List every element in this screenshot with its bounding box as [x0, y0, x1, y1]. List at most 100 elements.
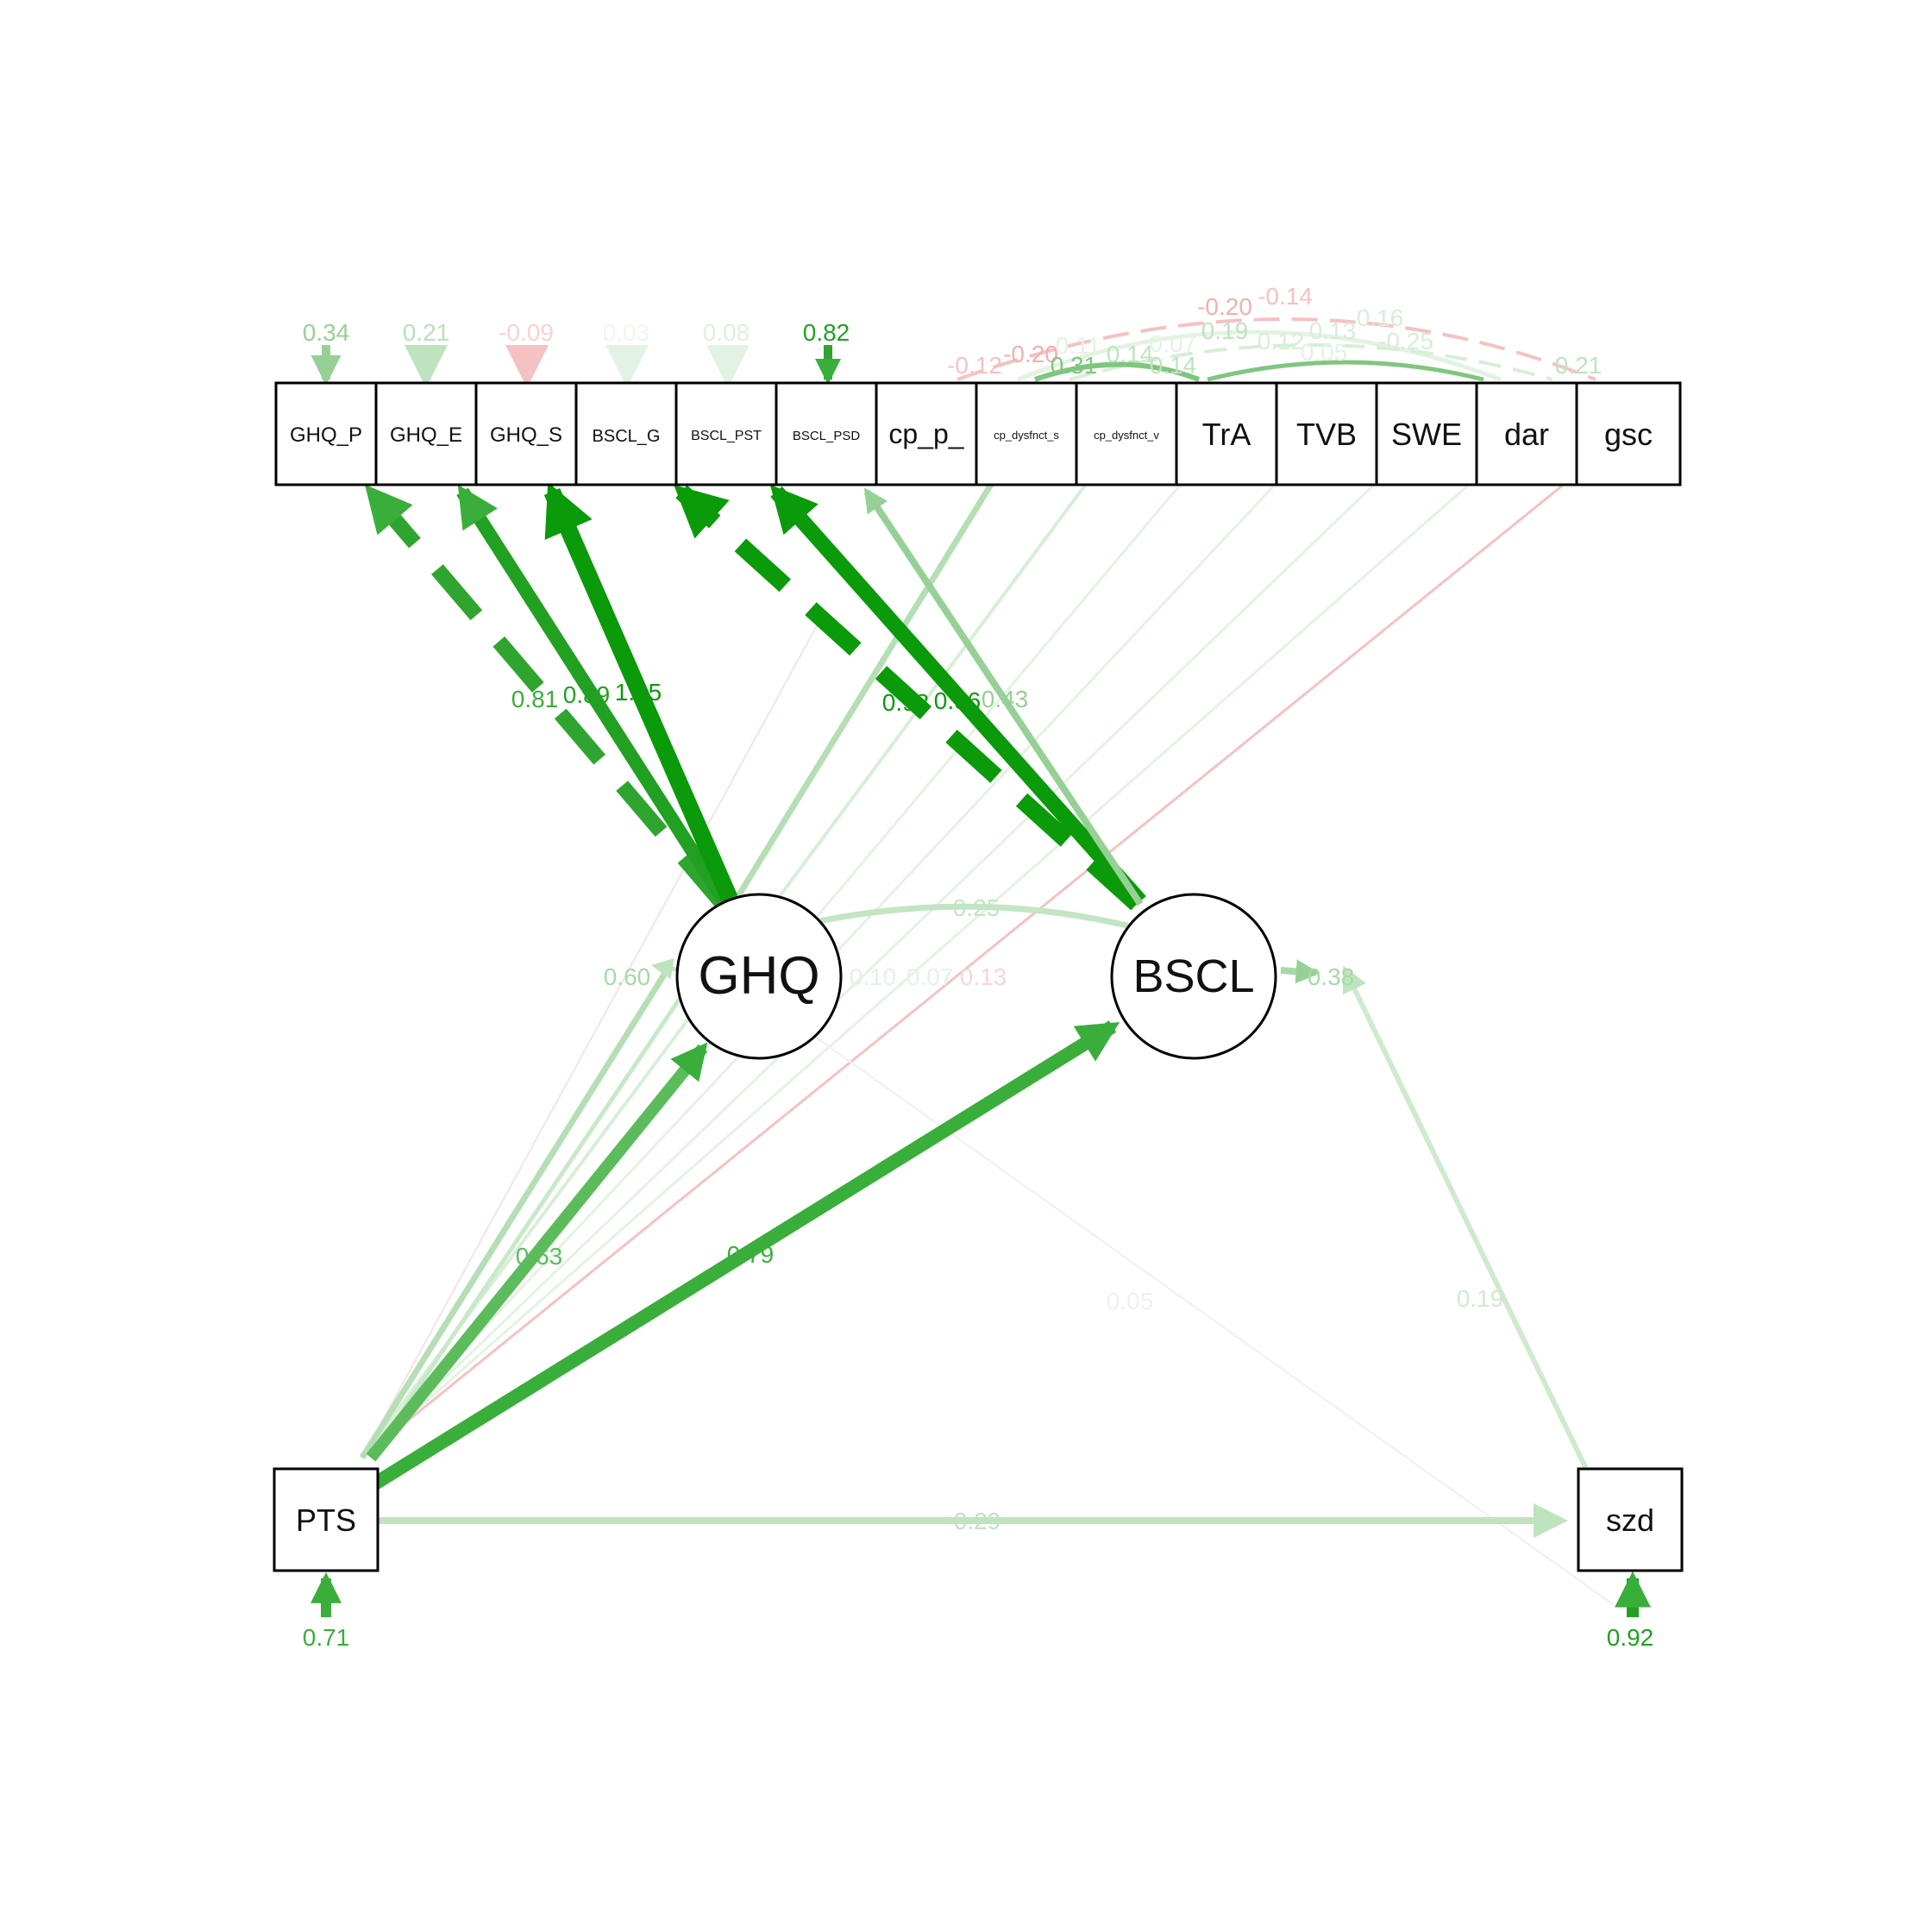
top-cov-d: 0.31 [1051, 352, 1098, 379]
loading-ghq-ghqs-label: 1.05 [615, 679, 662, 706]
edge-ghq-bscl-cov [810, 903, 1135, 931]
node-bscl-psd[interactable] [775, 381, 878, 486]
edge-top-arc-2 [1017, 329, 1502, 382]
edge-pts-ghq-ind [360, 973, 667, 1459]
node-ghq[interactable] [675, 893, 843, 1060]
node-cp-dysfnct-s-label: cp_dysfnct_s [994, 429, 1059, 442]
top-cov-e: 0.14 [1107, 341, 1154, 367]
top-cov-b: -0.20 [1003, 341, 1058, 367]
indicator-row: GHQ_P GHQ_E GHQ_S BSCL_G BSCL_PST BSCL_P… [274, 381, 1682, 486]
top-cov-c: 0.11 [1056, 332, 1101, 359]
path-szd-bscl-label: 0.19 [1457, 1285, 1504, 1312]
node-dar-label: dar [1504, 417, 1549, 452]
node-bscl[interactable] [1110, 893, 1277, 1060]
loading-ghq-ghqp-label: 0.81 [511, 686, 559, 712]
edge-bscl-residual [1280, 959, 1320, 984]
top-cov-a: -0.12 [947, 352, 1002, 379]
edge-faint-bsclg [361, 620, 820, 1458]
node-bscl-label: BSCL [1132, 950, 1254, 1002]
top-cov-g: 0.14 [1150, 352, 1197, 379]
top-cov-i: -0.14 [1258, 283, 1313, 310]
node-ghq-label: GHQ [698, 946, 819, 1006]
residual-ghq-s-label: -0.09 [499, 319, 554, 346]
node-pts-label: PTS [296, 1502, 356, 1538]
top-cov-l: 0.13 [1309, 317, 1357, 344]
node-swe-label: SWE [1391, 417, 1462, 452]
edge-szd-bscl [1342, 965, 1590, 1472]
node-tvb[interactable] [1275, 381, 1378, 486]
edge-cps-ghq [727, 481, 994, 912]
edge-ghq-ghqe [456, 484, 731, 906]
residual-ghq-e-label: 0.21 [403, 319, 450, 346]
edge-ghq-ghqs [543, 482, 738, 903]
mid-label-c: 0.13 [960, 963, 1007, 990]
node-tra-label: TrA [1202, 417, 1251, 452]
node-szd-label: szd [1606, 1502, 1654, 1538]
node-ghq-e[interactable] [374, 381, 478, 486]
top-cov-h: -0.20 [1197, 293, 1252, 320]
latent-nodes: GHQ BSCL [675, 893, 1277, 1060]
node-swe[interactable] [1375, 381, 1478, 486]
top-cov-f: 0.07 [1150, 330, 1197, 357]
path-pts-bscl-label: 0.79 [727, 1241, 775, 1268]
node-szd[interactable] [1577, 1467, 1684, 1572]
top-cov-p: 0.21 [1555, 352, 1603, 379]
node-dar[interactable] [1475, 381, 1578, 486]
node-ghq-p-label: GHQ_P [290, 423, 362, 447]
node-gsc-label: gsc [1604, 417, 1653, 452]
top-cov-k: 0.12 [1258, 328, 1305, 354]
top-cov-o: -0.25 [1378, 328, 1433, 354]
node-bscl-pst-label: BSCL_PST [691, 429, 762, 443]
top-cov-j: 0.19 [1201, 317, 1249, 344]
edge-bscl-bsclpsd [769, 484, 1146, 906]
node-bscl-g-label: BSCL_G [593, 427, 661, 446]
residual-pts-label: 0.71 [303, 1624, 350, 1651]
node-cp-dysfnct-v-label: cp_dysfnct_v [1094, 429, 1159, 442]
top-cov-n: 0.05 [1301, 339, 1348, 366]
edge-pts-bscl [371, 1020, 1120, 1490]
path-ghq-szd-label: 0.05 [1107, 1288, 1154, 1314]
path-pts-ghq-label: 0.63 [516, 1243, 563, 1270]
residual-szd-label: 0.92 [1607, 1624, 1654, 1651]
mid-label-a: 0.10 [850, 963, 897, 990]
edge-faint-swe [361, 481, 1377, 1459]
edge-bscl-bsclpst [674, 484, 1143, 911]
node-tvb-label: TVB [1296, 417, 1357, 452]
loading-bscl-cpp-label: 0.43 [982, 686, 1029, 712]
mid-label-b: 0.07 [906, 963, 954, 990]
edge-faint-dar [361, 481, 1471, 1459]
node-cp-dysfnct-v[interactable] [1075, 381, 1178, 486]
node-ghq-s-label: GHQ_S [490, 423, 562, 447]
residual-bscl-pst-label: 0.08 [703, 319, 750, 346]
edge-pts-cluster [368, 982, 693, 1459]
residual-bscl-label: 0.38 [1308, 963, 1355, 990]
edges [310, 317, 1651, 1617]
loading-ghq-ghqe-label: 0.89 [563, 681, 611, 708]
node-ghq-e-label: GHQ_E [390, 423, 462, 447]
node-gsc[interactable] [1575, 381, 1682, 486]
edge-faint-ghq-szd [775, 1008, 1614, 1605]
residual-bscl-g-label: 0.03 [603, 319, 650, 346]
edge-top-arc-1 [957, 317, 1596, 381]
cov-ghq-bscl-label: 0.25 [953, 894, 1000, 921]
edge-top-arc-5 [1207, 360, 1484, 382]
residual-bscl-psd-label: 0.82 [803, 319, 850, 346]
edge-labels: 0.34 0.21 -0.09 0.03 0.08 0.82 0.81 0.89… [303, 283, 1654, 1651]
edge-neg-gsc [361, 481, 1566, 1459]
edge-bscl-cpp [863, 487, 1144, 906]
loading-bscl-bsclg-label: 0.98 [882, 689, 930, 716]
edge-top-arc-4 [1034, 361, 1201, 382]
observed-nodes: PTS szd [273, 1467, 1684, 1572]
node-bscl-g[interactable] [574, 381, 678, 486]
path-pts-szd-label: 0.29 [954, 1508, 1001, 1534]
top-cov-m: 0.16 [1357, 304, 1404, 331]
loading-bscl-bsclpsd-label: 0.96 [934, 687, 982, 714]
node-bscl-psd-label: BSCL_PSD [793, 429, 861, 443]
node-pts[interactable] [273, 1467, 380, 1572]
residual-ghq-label: 0.60 [604, 963, 651, 990]
residual-ghq-p-label: 0.34 [303, 319, 350, 346]
node-cp-dysfnct-s[interactable] [975, 381, 1078, 486]
node-cp-p-label: cp_p_ [888, 418, 964, 449]
edge-pts-ghq [366, 1042, 708, 1462]
